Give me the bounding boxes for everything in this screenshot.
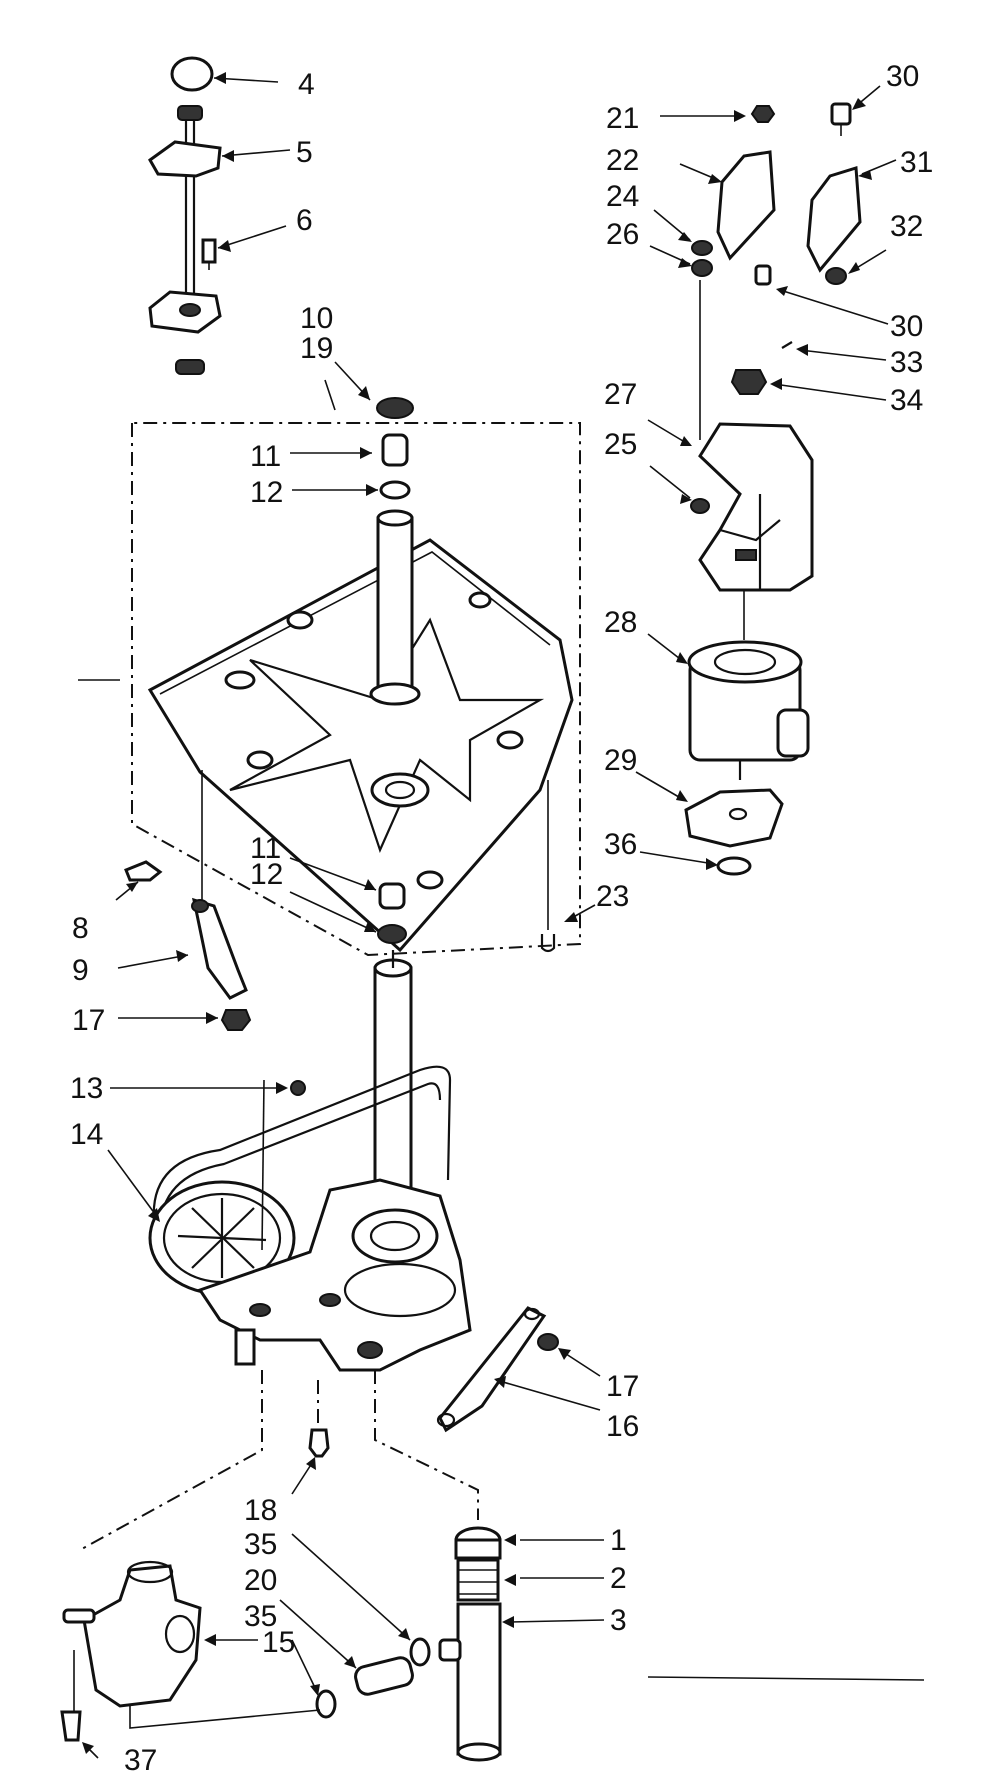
callout-6: 6 [296, 204, 313, 237]
lower-shaft [373, 966, 413, 1202]
base-plate [147, 538, 574, 953]
hose-part-20 [354, 1656, 414, 1696]
washer-part-24 [691, 240, 713, 256]
base-plate-assembly [131, 397, 581, 957]
callout-14: 14 [70, 1118, 103, 1151]
callout-33: 33 [890, 346, 923, 379]
bracket-part-16 [438, 1306, 547, 1433]
screw-part-18 [308, 1428, 330, 1458]
callout-12-upper: 12 [250, 476, 283, 509]
screw-part-37 [60, 1710, 82, 1742]
callout-17-right: 17 [606, 1370, 639, 1403]
nut-part-34 [730, 369, 768, 395]
callout-11-lower: 11 [250, 832, 281, 865]
callout-29: 29 [604, 744, 637, 777]
callout-17-left: 17 [72, 1004, 105, 1037]
callout-8: 8 [72, 912, 89, 945]
callout-35-upper: 35 [244, 1528, 277, 1561]
nut-part-21 [750, 105, 776, 123]
callout-3: 3 [610, 1604, 627, 1637]
nut-part-17-right [537, 1333, 559, 1351]
callout-28: 28 [604, 606, 637, 639]
callout-1: 1 [610, 1524, 627, 1557]
upper-shaft [376, 516, 414, 698]
clamp-part-35-lower [315, 1689, 337, 1719]
callout-13: 13 [70, 1072, 103, 1105]
washer-part-12-upper [379, 480, 411, 500]
callout-18: 18 [244, 1494, 277, 1527]
callout-12-lower: 12 [250, 858, 283, 891]
callout-32: 32 [890, 210, 923, 243]
callout-37: 37 [124, 1744, 157, 1777]
bolt-part-8 [124, 860, 163, 882]
bearing-part-11-upper [381, 433, 409, 467]
callout-4: 4 [298, 68, 315, 101]
callout-36: 36 [604, 828, 637, 861]
underline-rule [647, 1676, 925, 1681]
callout-11-upper: 11 [250, 440, 281, 473]
washer-part-12-lower [377, 924, 407, 944]
callout-10: 10 [300, 302, 333, 335]
cap-part-4 [170, 56, 214, 92]
pump-body-part-3 [456, 1602, 502, 1756]
pump-assembly [279, 1526, 605, 1762]
motor-part-28 [687, 640, 810, 780]
washer-part-33 [781, 341, 793, 349]
callout-30-top: 30 [886, 60, 919, 93]
callout-23: 23 [596, 880, 629, 913]
bracket-part-9 [192, 897, 248, 1000]
bearing-part-11-lower [378, 882, 406, 910]
callout-35-lower: 35 [244, 1600, 277, 1633]
callout-27: 27 [604, 378, 637, 411]
clip-part-23 [540, 934, 556, 953]
callout-leaders-middle [289, 361, 596, 933]
motor-cover-part-27 [698, 422, 814, 592]
motor-assembly [635, 85, 897, 876]
screw-part-6 [201, 238, 217, 264]
left-bracket-assembly [115, 770, 252, 1031]
callout-19: 19 [300, 332, 333, 365]
agitator-cap-assembly [148, 56, 291, 375]
callout-21: 21 [606, 102, 639, 135]
seal-part-10 [376, 397, 414, 419]
nut-top [177, 105, 203, 121]
callout-5: 5 [296, 136, 313, 169]
callout-26: 26 [606, 218, 639, 251]
transmission-assembly [79, 950, 601, 1551]
callout-15: 15 [262, 1626, 295, 1659]
clamp-part-35-upper [409, 1637, 431, 1667]
ball-part-13 [290, 1080, 306, 1096]
washer-part-36 [716, 856, 752, 876]
drive-belt-part-14 [152, 1065, 452, 1221]
nut-part-25 [690, 498, 710, 514]
nut-part-26 [691, 259, 713, 277]
callout-31: 31 [900, 146, 933, 179]
callout-20: 20 [244, 1564, 277, 1597]
callout-34: 34 [890, 384, 923, 417]
valve-assembly [60, 1560, 321, 1759]
callout-24: 24 [606, 180, 639, 213]
valve-part-15 [82, 1564, 202, 1708]
callout-22: 22 [606, 144, 639, 177]
bracket-part-22 [716, 150, 776, 261]
callout-25: 25 [604, 428, 637, 461]
callout-16: 16 [606, 1410, 639, 1443]
spider-arms [229, 617, 545, 854]
callout-2: 2 [610, 1562, 627, 1595]
screw-part-30-bottom [754, 264, 772, 286]
nut-part-17-left [220, 1009, 252, 1031]
callout-9: 9 [72, 954, 89, 987]
nut-part-32 [825, 267, 847, 285]
callout-30-bottom: 30 [890, 310, 923, 343]
bracket-part-31 [806, 166, 862, 273]
bracket-part-5 [148, 140, 222, 178]
screw-part-30-top [830, 102, 852, 126]
callout-labels: 4 5 6 10 19 11 12 11 12 23 8 9 17 13 14 … [70, 60, 933, 1777]
